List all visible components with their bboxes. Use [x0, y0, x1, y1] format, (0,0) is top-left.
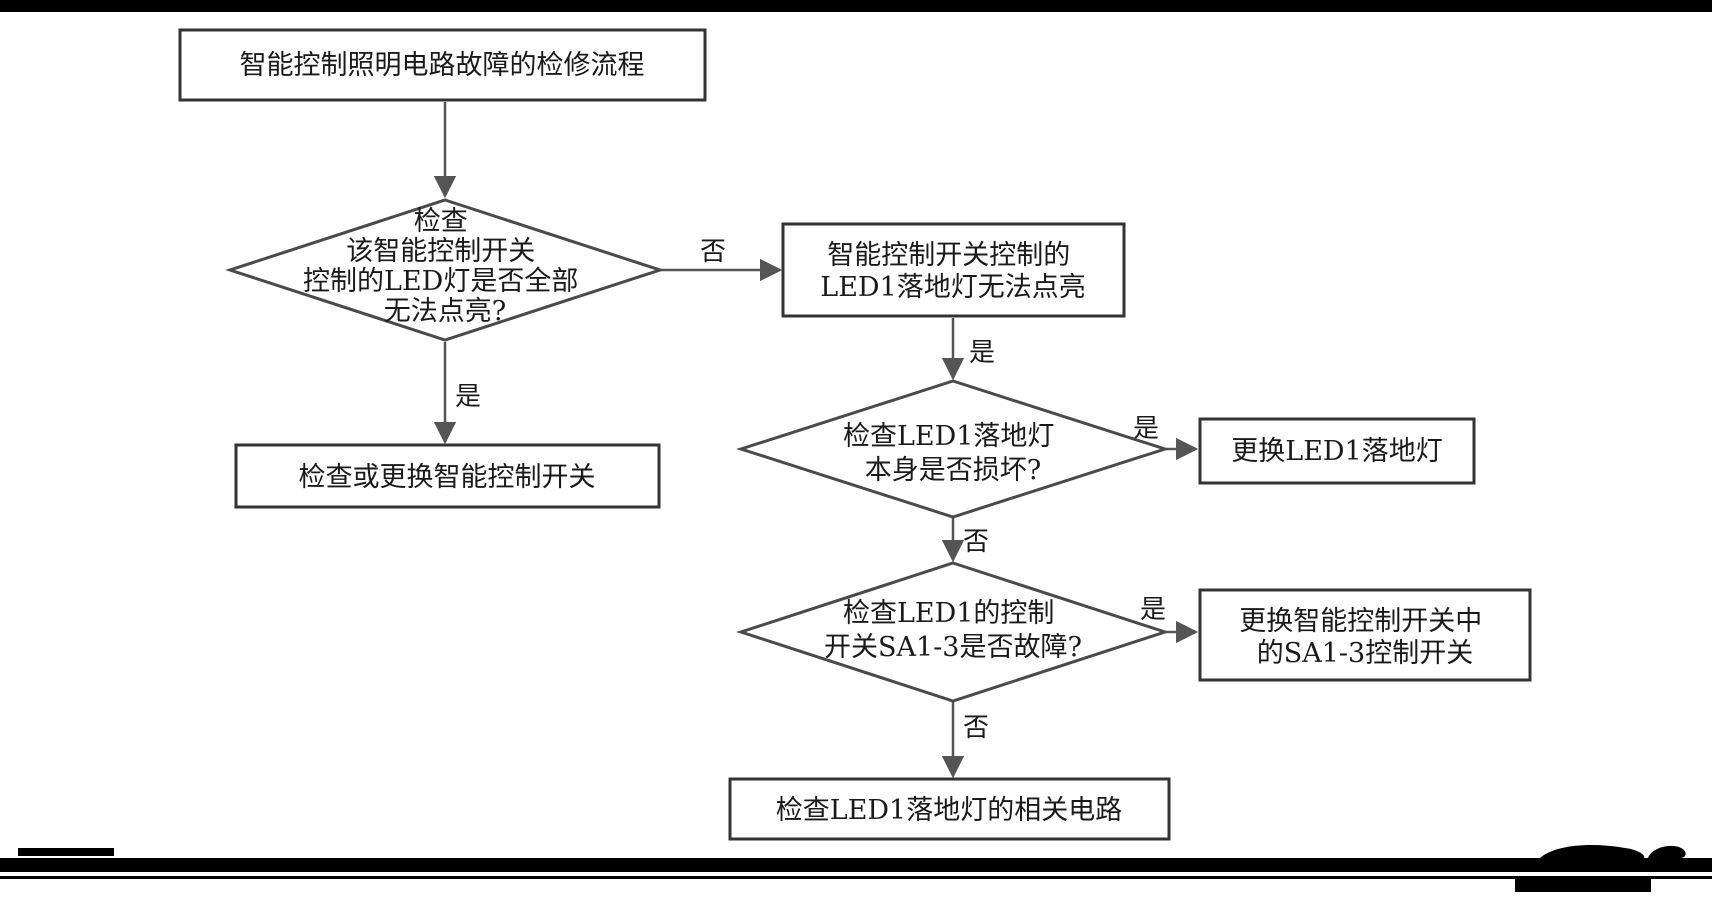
- node-q1-line: 无法点亮?: [384, 296, 506, 327]
- node-q1-line: 控制的LED灯是否全部: [303, 266, 578, 297]
- node-q3-text: 检查LED1的控制 开关SA1-3是否故障?: [824, 598, 1082, 663]
- node-decision-q3: 检查LED1的控制 开关SA1-3是否故障?: [736, 561, 1170, 703]
- node-decision-q2: 检查LED1落地灯 本身是否损坏?: [736, 379, 1170, 519]
- node-q2-line: 检查LED1落地灯: [843, 421, 1054, 452]
- node-result-r1: 检查或更换智能控制开关: [234, 443, 661, 509]
- node-r4-text: 检查LED1落地灯的相关电路: [776, 795, 1122, 826]
- node-decision-q1: 检查 该智能控制开关 控制的LED灯是否全部 无法点亮?: [225, 198, 665, 342]
- node-symptom-s1: 智能控制开关控制的 LED1落地灯无法点亮: [781, 222, 1126, 318]
- node-title: 智能控制照明电路故障的检修流程: [178, 28, 707, 102]
- node-s1-line: 智能控制开关控制的: [827, 240, 1070, 271]
- node-title-text: 智能控制照明电路故障的检修流程: [240, 50, 645, 81]
- edge-label-q2-no: 否: [963, 527, 989, 557]
- node-q2-text: 检查LED1落地灯 本身是否损坏?: [843, 421, 1063, 486]
- node-q2-line: 本身是否损坏?: [865, 455, 1041, 486]
- node-result-r4: 检查LED1落地灯的相关电路: [728, 777, 1171, 841]
- scan-smudge-mark: [1540, 845, 1686, 858]
- node-r3-line: 的SA1-3控制开关: [1257, 638, 1473, 669]
- edge-label-q1-no: 否: [700, 237, 726, 267]
- bottom-border-bar: [0, 858, 1712, 872]
- edge-label-q3-no: 否: [963, 713, 989, 743]
- node-q1-text: 检查 该智能控制开关 控制的LED灯是否全部 无法点亮?: [303, 206, 587, 327]
- bottom-right-mark: [1515, 878, 1651, 892]
- node-q3-line: 检查LED1的控制: [843, 598, 1054, 629]
- bottom-left-mark: [18, 848, 114, 856]
- edge-label-q3-yes: 是: [1140, 595, 1166, 625]
- node-r2-text: 更换LED1落地灯: [1231, 436, 1442, 467]
- node-r1-text: 检查或更换智能控制开关: [299, 462, 596, 493]
- node-result-r2: 更换LED1落地灯: [1198, 417, 1476, 485]
- node-s1-line: LED1落地灯无法点亮: [820, 272, 1085, 303]
- node-q3-line: 开关SA1-3是否故障?: [824, 632, 1082, 663]
- node-q1-line: 检查: [414, 206, 468, 237]
- edge-label-q1-yes: 是: [455, 382, 481, 412]
- bottom-border-line: [0, 876, 1712, 879]
- top-border-bar: [0, 0, 1712, 12]
- node-result-r3: 更换智能控制开关中 的SA1-3控制开关: [1198, 588, 1532, 682]
- node-q1-line: 该智能控制开关: [346, 236, 535, 267]
- node-r3-line: 更换智能控制开关中: [1239, 606, 1482, 637]
- node-s1-text: 智能控制开关控制的 LED1落地灯无法点亮: [820, 240, 1085, 303]
- edge-label-s1-yes: 是: [969, 338, 995, 368]
- node-r3-text: 更换智能控制开关中 的SA1-3控制开关: [1239, 606, 1491, 669]
